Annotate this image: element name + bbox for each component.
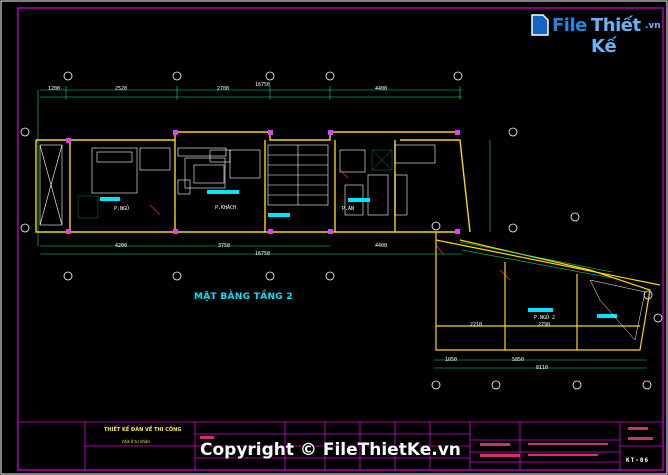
room-tags <box>100 190 617 318</box>
wing-dimension-label: 8110 <box>536 365 549 371</box>
door-swings <box>149 169 511 281</box>
dimension-lines <box>37 86 647 369</box>
furniture <box>39 144 436 226</box>
axis-markers <box>20 71 663 390</box>
room-label: P.KHÁCH <box>215 205 237 211</box>
top-dimension-label: 4400 <box>375 86 388 92</box>
wing-dimension-label: 5850 <box>512 357 525 363</box>
top-dimension-label: 2520 <box>115 86 128 92</box>
project-title: THIẾT KẾ ĐÀN VỀ THI CÔNG <box>104 427 182 433</box>
structural-columns <box>66 130 460 234</box>
logo-file-text: File <box>552 15 587 36</box>
drawing-title: MẶT BẰNG TẦNG 2 <box>194 292 293 302</box>
angled-wing-hatch <box>589 279 646 341</box>
top-dimension-label: 1200 <box>48 86 61 92</box>
brand-logo: File Thiết Kế .vn <box>530 12 661 57</box>
project-subtitle: nhà ở tư nhân <box>122 439 150 444</box>
angled-wing <box>435 232 661 351</box>
bottom-dimension-label: 4200 <box>115 243 128 249</box>
copyright-watermark: Copyright © FileThietKe.vn <box>200 440 461 460</box>
wing-dimension-label: 2210 <box>470 322 483 328</box>
bottom-dimension-label: 3750 <box>218 243 231 249</box>
room-label: P.NGỦ <box>114 206 130 212</box>
logo-tld-text: .vn <box>645 21 661 31</box>
room-label: P.NGỦ 2 <box>534 315 556 321</box>
title-block <box>18 421 663 470</box>
bottom-dimension-label: 16750 <box>255 251 271 257</box>
logo-name-text: Thiết Kế <box>591 15 641 57</box>
wing-dimension-label: 1050 <box>445 357 458 363</box>
top-dimension-label: 2700 <box>217 86 230 92</box>
title-block-fill <box>200 427 653 457</box>
sheet-code: KT-06 <box>626 457 650 464</box>
sheet-inner-frame <box>17 7 664 471</box>
top-dimension-label: 16750 <box>255 82 271 88</box>
wing-dimension <box>459 241 613 279</box>
bottom-dimension-label: 4400 <box>375 243 388 249</box>
room-label: P.ĂN <box>342 206 355 212</box>
wing-dimension-label: 2790 <box>538 322 551 328</box>
building-walls <box>35 131 471 233</box>
file-icon <box>531 14 549 36</box>
floor-hatch <box>77 149 393 219</box>
